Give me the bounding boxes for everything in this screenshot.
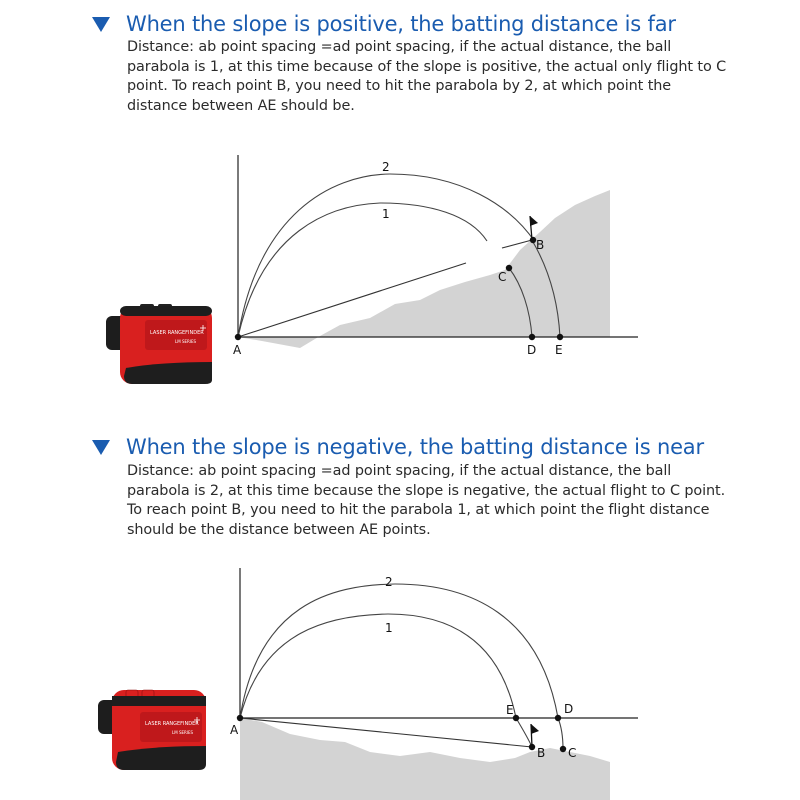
label-d: D: [527, 343, 536, 357]
label-d: D: [564, 702, 573, 716]
parabola-2: [237, 173, 536, 338]
sight-line: [237, 262, 467, 338]
device-label: LASER RANGEFINDER: [145, 721, 199, 727]
arc-e-to-b: [515, 717, 533, 748]
section1-title: When the slope is positive, the batting …: [126, 12, 676, 36]
sight-line: [239, 717, 533, 748]
section2-title: When the slope is negative, the batting …: [126, 435, 704, 459]
label-parabola-1: 1: [385, 621, 393, 635]
label-b: B: [536, 238, 544, 252]
terrain-uphill: [238, 190, 610, 348]
diagram-positive-slope: 2 1 A B C D E LASER RANGEFINDER LM SERIE…: [106, 155, 638, 384]
rangefinder-device: LASER RANGEFINDER LM SERIES: [98, 689, 206, 770]
rangefinder-device: LASER RANGEFINDER LM SERIES: [106, 304, 212, 384]
parabola-1: [239, 613, 517, 719]
point-b: [528, 743, 536, 751]
point-b: [529, 236, 537, 244]
label-e: E: [555, 343, 563, 357]
label-parabola-1: 1: [382, 207, 390, 221]
label-c: C: [498, 270, 506, 284]
flag-icon: [531, 724, 539, 734]
arc-c-to-d: [508, 267, 533, 338]
point-d: [528, 333, 536, 341]
point-c: [505, 264, 513, 272]
device-label: LASER RANGEFINDER: [150, 330, 204, 336]
point-d: [554, 714, 562, 722]
label-parabola-2: 2: [382, 160, 390, 174]
triangle-down-icon: [92, 439, 110, 455]
point-a: [236, 714, 244, 722]
parabola-1: [237, 202, 488, 338]
section1-heading: When the slope is positive, the batting …: [92, 12, 676, 36]
section2-heading: When the slope is negative, the batting …: [92, 435, 704, 459]
parabola-2: [239, 583, 559, 719]
diagram-negative-slope: 2 1 A B C D E LASER RANGEFINDER LM SERIE…: [98, 568, 638, 800]
point-c: [559, 745, 567, 753]
slope-line-to-b: [501, 239, 533, 249]
label-c: C: [568, 746, 576, 760]
label-parabola-2: 2: [385, 575, 393, 589]
point-e: [512, 714, 520, 722]
flag-icon: [530, 216, 538, 226]
label-a: A: [233, 343, 242, 357]
arc-b-to-e: [532, 241, 561, 338]
section2-description: Distance: ab point spacing =ad point spa…: [127, 463, 726, 538]
label-a: A: [230, 723, 239, 737]
label-b: B: [537, 746, 545, 760]
point-e: [556, 333, 564, 341]
label-e: E: [506, 703, 514, 717]
arc-d-to-c: [557, 717, 564, 750]
device-series: LM SERIES: [175, 339, 197, 344]
triangle-down-icon: [92, 16, 110, 32]
terrain-downhill: [240, 718, 610, 800]
section1-description: Distance: ab point spacing =ad point spa…: [127, 39, 727, 114]
device-series: LM SERIES: [172, 730, 194, 735]
point-a: [234, 333, 242, 341]
